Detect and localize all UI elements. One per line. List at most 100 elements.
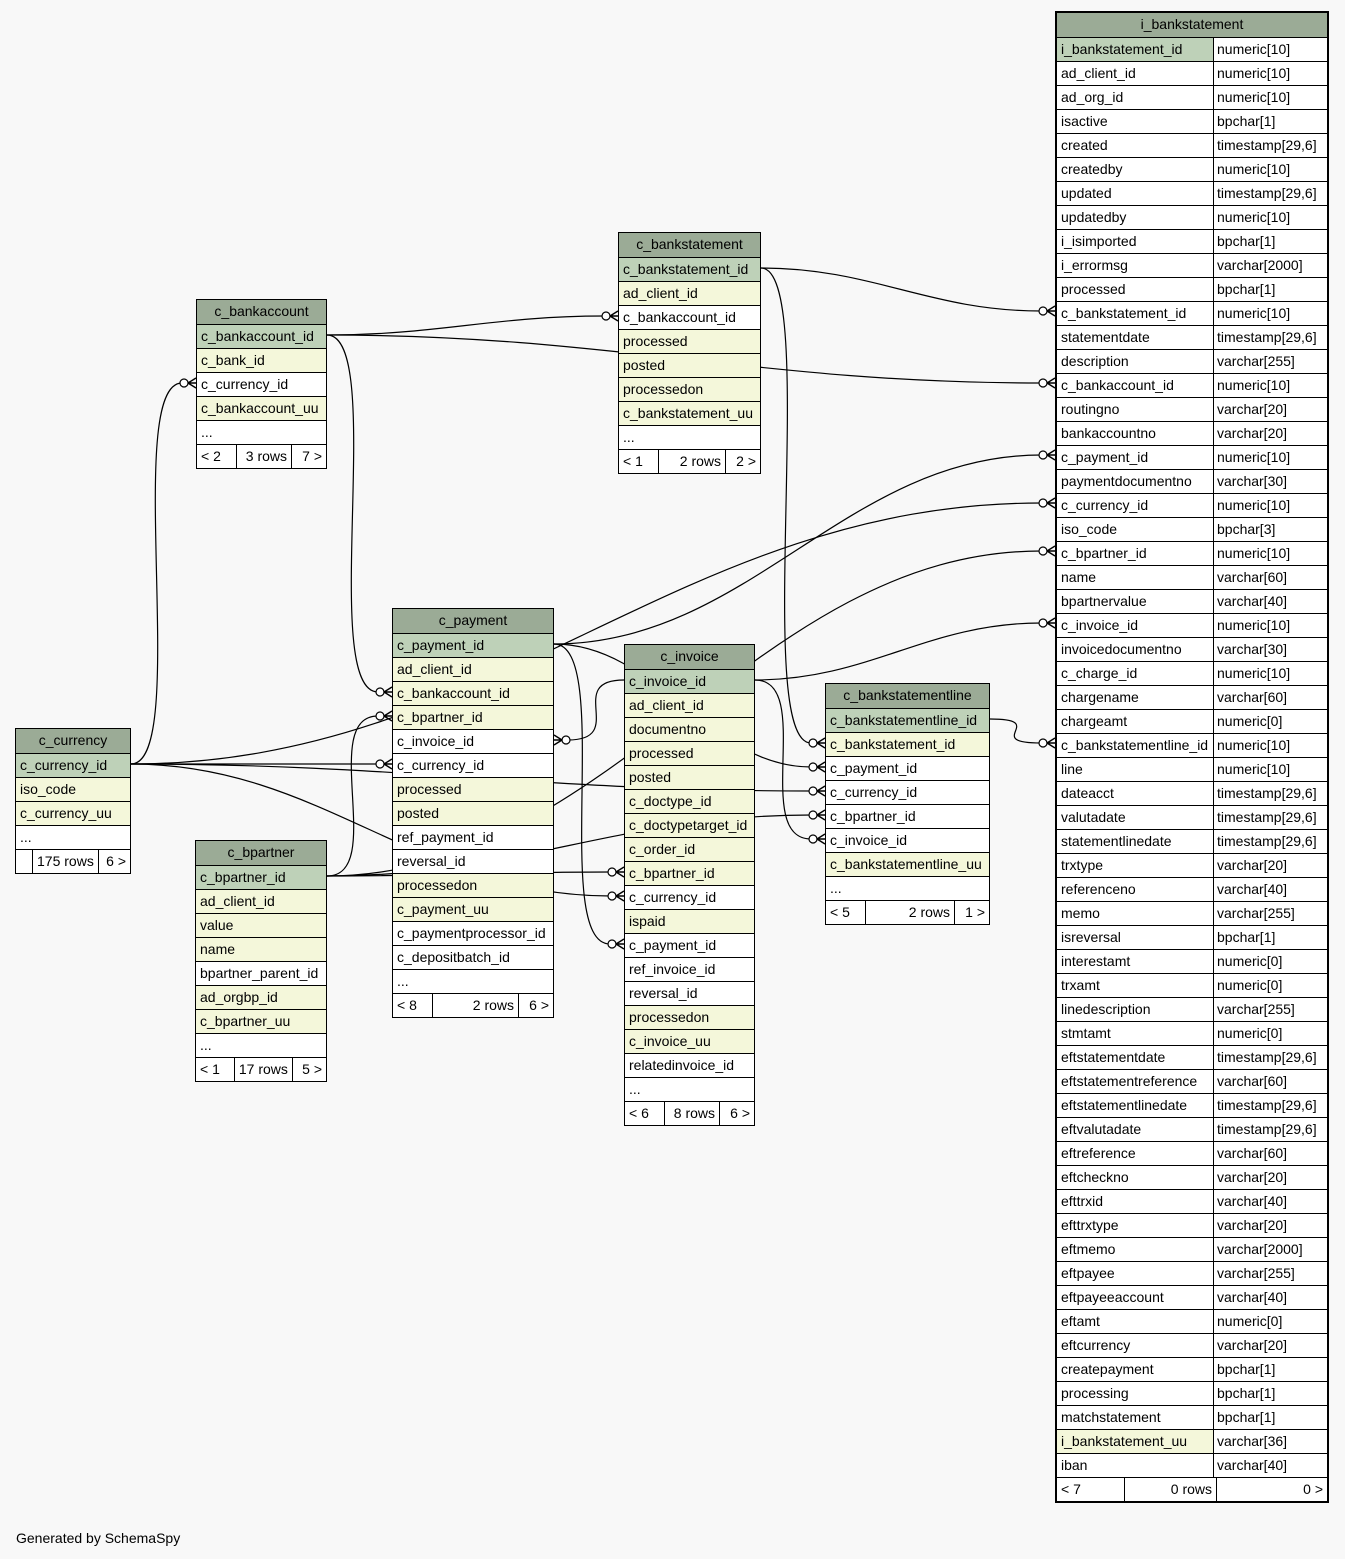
column-row-c-payment-id[interactable]: c_payment_id [393,634,553,658]
column-row-posted[interactable]: posted [393,802,553,826]
table-title[interactable]: c_invoice [625,645,754,670]
column-row-reversal-id[interactable]: reversal_id [393,850,553,874]
column-row-c-bankstatementline-uu[interactable]: c_bankstatementline_uu [826,853,989,877]
table-title[interactable]: c_bankstatementline [826,684,989,709]
table-title[interactable]: c_bankstatement [619,233,760,258]
column-row-c-bpartner-id[interactable]: c_bpartner_id [393,706,553,730]
column-row-bpartner-parent-id[interactable]: bpartner_parent_id [196,962,326,986]
table-title[interactable]: c_bpartner [196,841,326,866]
column-row-c-invoice-id[interactable]: c_invoice_id [826,829,989,853]
column-row-processedon[interactable]: processedon [619,378,760,402]
child-count-link[interactable]: 5 > [302,1061,322,1077]
column-row-c-bpartner-id[interactable]: c_bpartner_id [625,862,754,886]
column-row-c-depositbatch-id[interactable]: c_depositbatch_id [393,946,553,970]
column-row-c-bpartner-id[interactable]: c_bpartner_id [826,805,989,829]
column-row-c-bankaccount-id[interactable]: c_bankaccount_id [619,306,760,330]
column-row-more[interactable]: ... [619,426,760,450]
column-row-more[interactable]: ... [197,421,326,445]
column-row-c-bankstatement-id[interactable]: c_bankstatement_id [826,733,989,757]
column-row-ad-client-id[interactable]: ad_client_id [625,694,754,718]
column-row-c-paymentprocessor-id[interactable]: c_paymentprocessor_id [393,922,553,946]
column-row-ad-orgbp-id[interactable]: ad_orgbp_id [196,986,326,1010]
column-row-processedon[interactable]: processedon [393,874,553,898]
parent-count-link[interactable]: < 5 [826,901,866,924]
child-count-link[interactable]: 7 > [302,448,322,464]
column-row-c-doctype-id[interactable]: c_doctype_id [625,790,754,814]
column-row-c-bankstatement-id[interactable]: c_bankstatement_id [619,258,760,282]
column-row-name[interactable]: name [196,938,326,962]
column-row-ad-client-id[interactable]: ad_client_id [196,890,326,914]
column-row-c-bankaccount-id[interactable]: c_bankaccount_id [393,682,553,706]
child-count-link[interactable]: 6 > [730,1105,750,1121]
column-row-more[interactable]: ... [393,970,553,994]
parent-count-link[interactable]: < 8 [393,994,433,1017]
column-row-c-invoice-uu[interactable]: c_invoice_uu [625,1030,754,1054]
column-row-c-currency-id[interactable]: c_currency_id [826,781,989,805]
column-row-reversal-id[interactable]: reversal_id [625,982,754,1006]
column-row-c-bankaccount-id[interactable]: c_bankaccount_id [197,325,326,349]
column-row-documentno[interactable]: documentno [625,718,754,742]
column-row-processed[interactable]: processed [625,742,754,766]
table-title[interactable]: c_payment [393,609,553,634]
table-title[interactable]: c_currency [16,729,130,754]
column-row-processedon[interactable]: processedon [625,1006,754,1030]
child-count-link[interactable]: 1 > [965,904,985,920]
column-row-c-doctypetarget-id[interactable]: c_doctypetarget_id [625,814,754,838]
column-row-c-currency-uu[interactable]: c_currency_uu [16,802,130,826]
column-row-processed[interactable]: processed [393,778,553,802]
column-row-c-payment-uu[interactable]: c_payment_uu [393,898,553,922]
column-row-posted[interactable]: posted [619,354,760,378]
parent-count-link[interactable]: < 2 [197,445,237,468]
column-row-c-bankstatementline-id[interactable]: c_bankstatementline_id [826,709,989,733]
column-row-iso-code[interactable]: iso_code [16,778,130,802]
column-row-c-bankaccount-uu[interactable]: c_bankaccount_uu [197,397,326,421]
child-count-link[interactable]: 2 > [736,453,756,469]
parent-count-link[interactable]: < 1 [619,450,659,473]
column-row-c-order-id[interactable]: c_order_id [625,838,754,862]
column-row-c-currency-id[interactable]: c_currency_id [393,754,553,778]
column-row-c-invoice-id[interactable]: c_invoice_id [393,730,553,754]
